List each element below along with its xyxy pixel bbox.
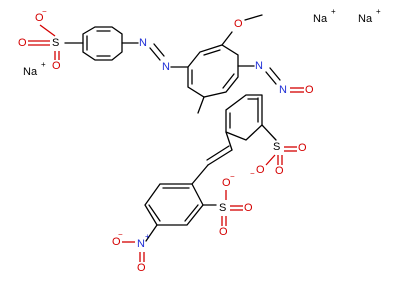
ring-a xyxy=(82,26,123,61)
oxygen-atom: O xyxy=(275,165,284,177)
sodium-ion-2: Na xyxy=(358,13,373,25)
sulfonate-group-2: S O O − O xyxy=(250,141,307,178)
methoxy-oxygen: O xyxy=(234,18,243,30)
charge-sign: + xyxy=(41,60,46,69)
charge-sign: − xyxy=(230,172,235,181)
sulfur-atom: S xyxy=(273,141,280,153)
charge-sign: + xyxy=(331,7,336,16)
charge-sign: − xyxy=(42,7,47,16)
azo-group: N N xyxy=(139,37,170,73)
sulfur-atom: S xyxy=(52,37,59,49)
nitrogen-atom: N xyxy=(162,61,170,73)
oxygen-atom: O xyxy=(222,177,231,189)
ring-d xyxy=(144,183,204,226)
ring-b xyxy=(187,44,239,98)
ring-c xyxy=(225,94,263,141)
oxygen-atom: O xyxy=(244,202,253,214)
oxygen-atom: O xyxy=(35,12,44,24)
oxygen-atom: O xyxy=(112,236,121,248)
charge-sign: + xyxy=(145,232,150,241)
charge-sign: + xyxy=(376,7,381,16)
nitro-group: O − N + O xyxy=(112,230,150,274)
oxygen-atom: O xyxy=(18,37,27,49)
oxygen-atom: O xyxy=(52,60,61,72)
sodium-ion-3: Na xyxy=(23,66,38,78)
charge-sign: − xyxy=(250,169,255,178)
nitrogen-atom: N xyxy=(139,37,147,49)
oxygen-atom: O xyxy=(137,262,146,274)
nitrogen-atom: N xyxy=(255,60,263,72)
sodium-ion-1: Na xyxy=(313,13,328,25)
charge-sign: − xyxy=(118,230,123,239)
sulfonate-group-3: O − S O O xyxy=(219,172,253,238)
sulfonate-group-1: O − O S O xyxy=(18,7,61,72)
oxygen-atom: O xyxy=(298,142,307,154)
azoxy-group: N N O xyxy=(255,60,314,96)
nitrogen-atom: N xyxy=(137,238,145,250)
sulfur-atom: S xyxy=(219,202,226,214)
nitrogen-atom: N xyxy=(279,84,287,96)
oxygen-atom: O xyxy=(305,84,314,96)
sodium-ions: Na + Na + Na + xyxy=(23,7,381,78)
bond-skeleton xyxy=(64,14,281,242)
oxygen-atom: O xyxy=(219,226,228,238)
oxygen-atom: O xyxy=(256,164,265,176)
